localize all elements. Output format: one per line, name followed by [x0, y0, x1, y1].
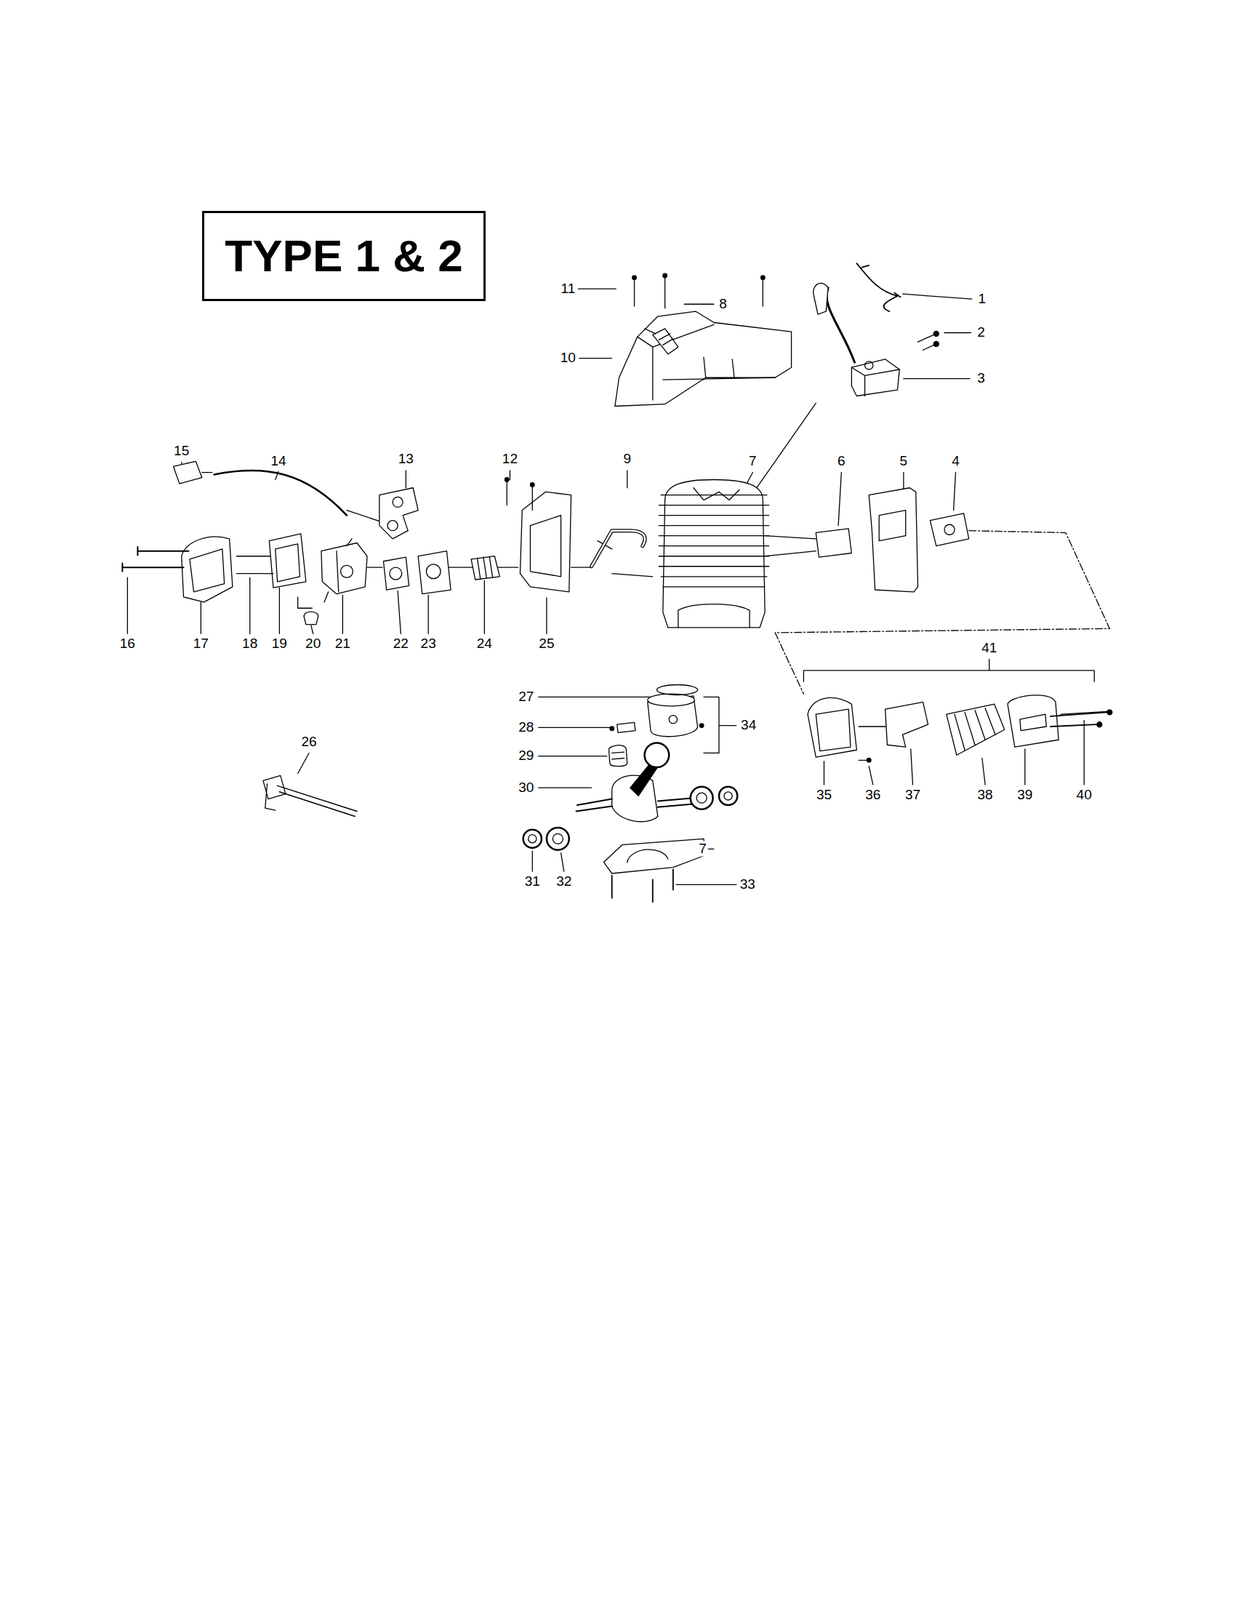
callout-number: 17	[191, 636, 211, 652]
callout-number: 23	[419, 636, 438, 652]
callout-number: 2	[975, 324, 987, 341]
callout-number: 7	[747, 453, 759, 469]
callout-number: 24	[475, 636, 494, 652]
callout-number: 30	[516, 780, 536, 796]
callout-number: 5	[898, 453, 910, 469]
title-text: TYPE 1 & 2	[224, 233, 463, 279]
callout-number: 7	[697, 841, 709, 857]
callout-number: 4	[950, 453, 962, 469]
callout-number: 32	[554, 873, 573, 890]
callout-number: 29	[516, 748, 536, 764]
callout-number: 1	[977, 291, 988, 307]
callout-number: 25	[537, 636, 556, 652]
callout-number: 33	[738, 876, 757, 893]
callout-number: 38	[976, 786, 995, 802]
callout-number: 6	[836, 453, 847, 469]
callout-number: 36	[863, 786, 882, 802]
callout-number: 14	[268, 453, 288, 469]
callout-number: 16	[118, 636, 137, 652]
callout-number: 15	[172, 443, 191, 459]
callout-number: 40	[1075, 786, 1094, 802]
callout-number: 20	[303, 636, 323, 652]
title-box: TYPE 1 & 2	[202, 210, 486, 301]
callout-number: 10	[559, 350, 578, 366]
callout-number: 8	[717, 296, 729, 312]
callout-number: 28	[516, 719, 536, 736]
callout-number: 12	[500, 451, 520, 467]
callout-number: 3	[975, 370, 987, 387]
callout-number: 22	[391, 636, 411, 652]
callout-number: 21	[333, 636, 352, 652]
callout-number: 13	[396, 451, 416, 467]
callout-number: 26	[299, 733, 318, 749]
callout-number: 18	[240, 636, 259, 652]
callout-number: 37	[903, 786, 922, 802]
callout-number: 34	[739, 717, 758, 733]
callout-number: 31	[523, 873, 542, 890]
callout-number: 9	[621, 451, 633, 467]
callout-number: 19	[270, 636, 289, 652]
callout-number: 41	[980, 639, 999, 656]
callout-number: 11	[559, 281, 577, 297]
callout-number: 39	[1015, 786, 1034, 802]
callout-number: 27	[516, 689, 536, 705]
leader-lines	[127, 288, 1112, 885]
callout-number: 35	[814, 786, 834, 802]
